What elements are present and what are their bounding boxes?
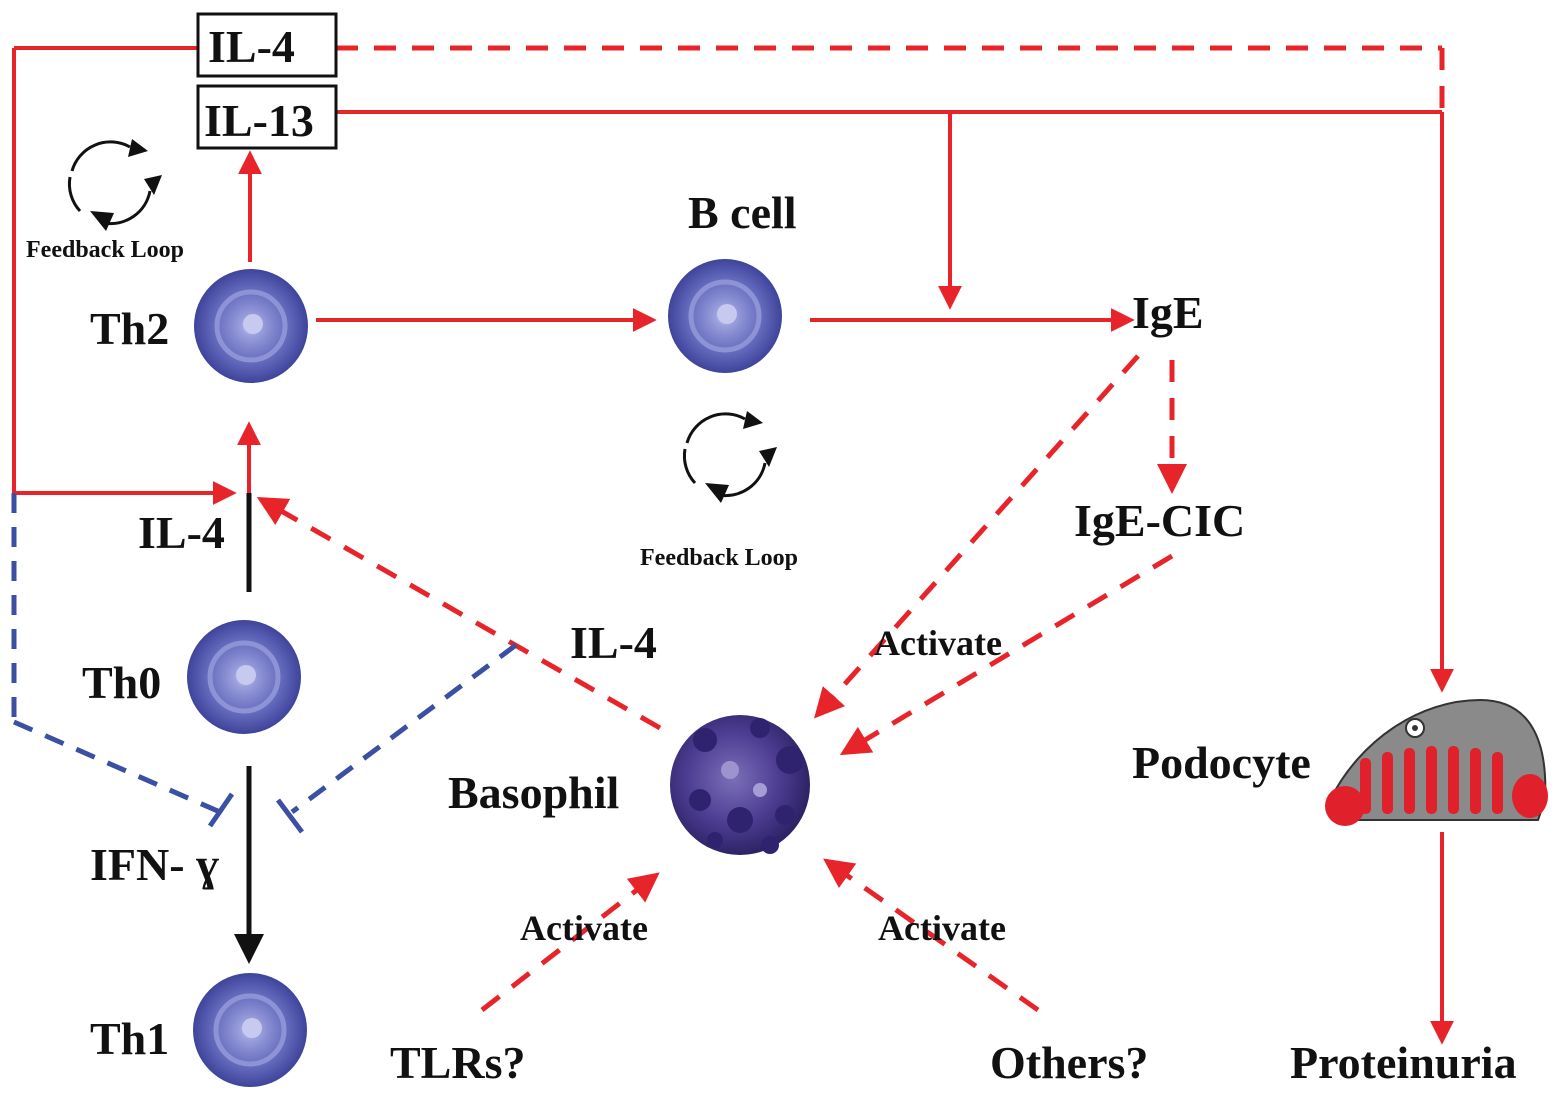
activate-ige-label: Activate xyxy=(874,623,1002,663)
igecic-label: IgE-CIC xyxy=(1074,495,1245,546)
podocyte-label: Podocyte xyxy=(1132,737,1311,788)
feedback-loop-icon-2 xyxy=(682,411,777,503)
il4-feedback-line xyxy=(12,46,237,505)
tlrs-label: TLRs? xyxy=(390,1037,525,1088)
feedback-loop-icon xyxy=(67,139,162,231)
il13-box: IL-13 xyxy=(196,84,338,150)
ige-to-basophil-arrow xyxy=(814,354,1140,719)
il4-mid-label: IL-4 xyxy=(570,617,657,668)
activate-others-label: Activate xyxy=(878,908,1006,948)
il13-box-label: IL-13 xyxy=(204,95,314,146)
feedback-loop-label-2: Feedback Loop xyxy=(640,545,798,571)
th2-label: Th2 xyxy=(90,303,169,354)
others-to-basophil-arrow xyxy=(823,858,1040,1013)
ige-label: IgE xyxy=(1132,287,1204,338)
il4-box: IL-4 xyxy=(196,12,338,78)
th0-label: Th0 xyxy=(82,657,161,708)
basophil-cell xyxy=(670,715,810,855)
basophil-il4-to-th2-arrow xyxy=(256,497,662,731)
b-cell xyxy=(668,259,782,373)
bcell-label: B cell xyxy=(688,187,797,238)
others-label: Others? xyxy=(990,1037,1148,1088)
il4-inhibition-left xyxy=(11,493,235,828)
il13-line xyxy=(336,110,1454,693)
podocyte-cell xyxy=(1325,698,1548,826)
il4-box-label: IL-4 xyxy=(208,21,295,72)
activate-tlrs-label: Activate xyxy=(520,908,648,948)
th2-cell xyxy=(194,269,308,383)
th0-cell xyxy=(187,620,301,734)
basophil-label: Basophil xyxy=(448,767,619,818)
th1-cell xyxy=(193,973,307,1087)
igecic-to-basophil-arrow xyxy=(839,553,1174,756)
il4-inhibition-right xyxy=(276,642,518,834)
th1-label: Th1 xyxy=(90,1013,169,1064)
ifn-gamma-label: IFN- ɣ xyxy=(90,839,219,890)
il4-left-label: IL-4 xyxy=(138,507,225,558)
feedback-loop-label-1: Feedback Loop xyxy=(26,237,184,263)
proteinuria-label: Proteinuria xyxy=(1290,1037,1517,1088)
